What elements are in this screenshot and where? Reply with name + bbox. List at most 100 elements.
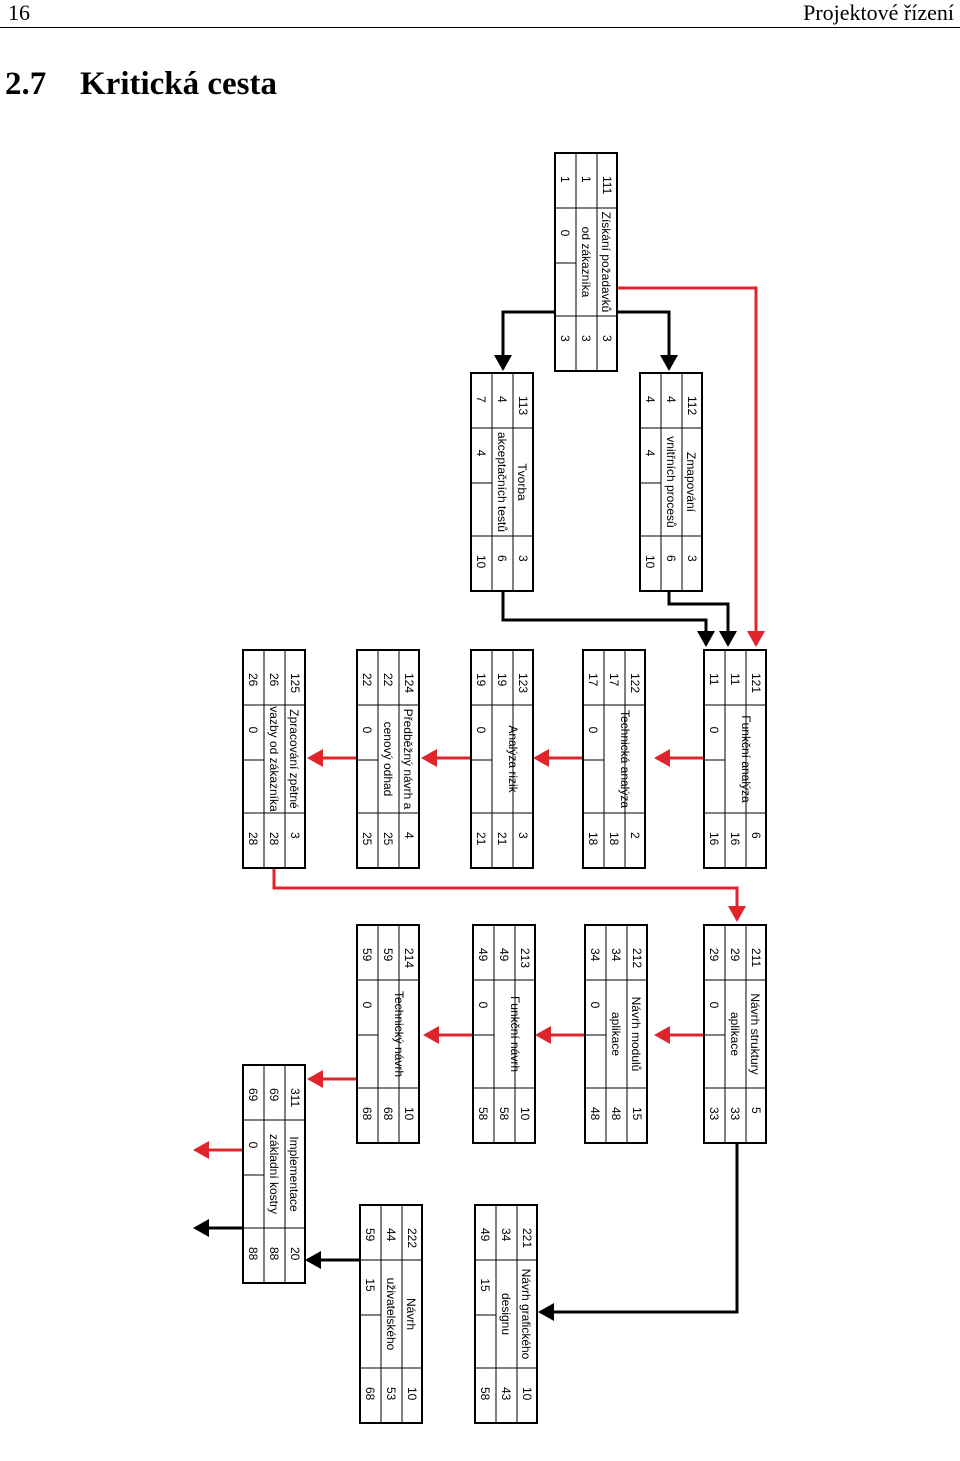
svg-text:designu: designu bbox=[499, 1293, 513, 1335]
svg-text:124: 124 bbox=[402, 673, 416, 693]
svg-text:21: 21 bbox=[495, 832, 509, 846]
svg-text:5: 5 bbox=[749, 1107, 763, 1114]
svg-text:Implementace: Implementace bbox=[287, 1136, 301, 1212]
svg-text:7: 7 bbox=[474, 396, 488, 403]
svg-text:Návrh: Návrh bbox=[404, 1298, 418, 1330]
svg-text:17: 17 bbox=[586, 673, 600, 687]
arrow-head bbox=[307, 749, 323, 767]
svg-text:15: 15 bbox=[363, 1278, 377, 1292]
svg-text:69: 69 bbox=[246, 1088, 260, 1102]
svg-text:3: 3 bbox=[516, 555, 530, 562]
svg-text:2: 2 bbox=[628, 832, 642, 839]
svg-text:0: 0 bbox=[360, 1002, 374, 1009]
svg-text:222: 222 bbox=[405, 1228, 419, 1248]
svg-text:58: 58 bbox=[478, 1387, 492, 1401]
arrow-head bbox=[538, 1303, 554, 1321]
svg-text:Získání požadavků: Získání požadavků bbox=[599, 212, 613, 313]
arrow-head bbox=[660, 355, 678, 371]
svg-text:59: 59 bbox=[360, 948, 374, 962]
svg-text:Zpracování zpětné: Zpracování zpětné bbox=[287, 709, 301, 809]
svg-text:3: 3 bbox=[288, 832, 302, 839]
arrow-head bbox=[654, 1026, 670, 1044]
svg-text:4: 4 bbox=[643, 450, 657, 457]
svg-text:125: 125 bbox=[288, 673, 302, 693]
svg-text:58: 58 bbox=[497, 1107, 511, 1121]
svg-text:0: 0 bbox=[707, 1002, 721, 1009]
svg-text:48: 48 bbox=[609, 1107, 623, 1121]
svg-text:4: 4 bbox=[474, 450, 488, 457]
svg-text:4: 4 bbox=[495, 396, 509, 403]
svg-text:19: 19 bbox=[474, 673, 488, 687]
dependency-line bbox=[540, 1143, 739, 1314]
svg-text:Analýza rizik: Analýza rizik bbox=[506, 725, 520, 793]
svg-text:213: 213 bbox=[518, 948, 532, 968]
svg-text:16: 16 bbox=[728, 832, 742, 846]
svg-text:17: 17 bbox=[607, 673, 621, 687]
svg-text:10: 10 bbox=[520, 1387, 534, 1401]
svg-text:0: 0 bbox=[476, 1002, 490, 1009]
svg-text:113: 113 bbox=[516, 396, 530, 415]
svg-text:34: 34 bbox=[499, 1228, 513, 1242]
svg-text:0: 0 bbox=[246, 727, 260, 734]
svg-text:základní kostry: základní kostry bbox=[267, 1134, 281, 1214]
svg-text:29: 29 bbox=[707, 948, 721, 962]
svg-text:4: 4 bbox=[664, 396, 678, 403]
svg-text:111: 111 bbox=[600, 176, 614, 195]
svg-text:68: 68 bbox=[363, 1387, 377, 1401]
svg-text:49: 49 bbox=[497, 948, 511, 962]
svg-text:Funkční analýza: Funkční analýza bbox=[739, 715, 753, 803]
svg-text:10: 10 bbox=[402, 1107, 416, 1121]
arrow-head bbox=[305, 1251, 321, 1269]
arrow-head bbox=[421, 749, 437, 767]
svg-text:15: 15 bbox=[478, 1278, 492, 1292]
svg-text:44: 44 bbox=[384, 1228, 398, 1242]
arrow-head bbox=[423, 1026, 439, 1044]
arrow-head bbox=[719, 631, 737, 647]
svg-text:33: 33 bbox=[728, 1107, 742, 1121]
dependency-line bbox=[667, 591, 730, 645]
svg-text:10: 10 bbox=[518, 1107, 532, 1121]
svg-text:11: 11 bbox=[728, 673, 742, 686]
svg-text:18: 18 bbox=[586, 832, 600, 846]
svg-text:49: 49 bbox=[476, 948, 490, 962]
arrow-head bbox=[747, 631, 765, 647]
svg-text:uživatelského: uživatelského bbox=[384, 1278, 398, 1351]
svg-text:28: 28 bbox=[246, 832, 260, 846]
svg-text:Zmapování: Zmapování bbox=[684, 452, 698, 513]
arrow-head bbox=[535, 1026, 551, 1044]
svg-text:123: 123 bbox=[516, 673, 530, 693]
arrow-head bbox=[193, 1219, 209, 1237]
svg-text:Předběžný návrh a: Předběžný návrh a bbox=[401, 709, 415, 810]
svg-text:15: 15 bbox=[630, 1107, 644, 1121]
svg-text:69: 69 bbox=[267, 1088, 281, 1102]
dependency-line bbox=[501, 591, 708, 645]
svg-text:212: 212 bbox=[630, 948, 644, 968]
svg-text:3: 3 bbox=[516, 832, 530, 839]
svg-text:214: 214 bbox=[402, 948, 416, 968]
svg-text:211: 211 bbox=[749, 948, 763, 967]
svg-text:Funkční návrh: Funkční návrh bbox=[508, 996, 522, 1072]
arrow-head bbox=[654, 749, 670, 767]
svg-text:vnitřních procesů: vnitřních procesů bbox=[664, 436, 678, 527]
svg-text:6: 6 bbox=[749, 832, 763, 839]
svg-text:19: 19 bbox=[495, 673, 509, 687]
svg-text:112: 112 bbox=[685, 396, 699, 415]
svg-text:43: 43 bbox=[499, 1387, 513, 1401]
svg-text:88: 88 bbox=[246, 1247, 260, 1261]
svg-text:22: 22 bbox=[381, 673, 395, 687]
running-title: Projektové řízení bbox=[803, 0, 954, 25]
section-title: Kritická cesta bbox=[80, 66, 278, 102]
dependency-line bbox=[617, 310, 671, 369]
svg-text:68: 68 bbox=[381, 1107, 395, 1121]
